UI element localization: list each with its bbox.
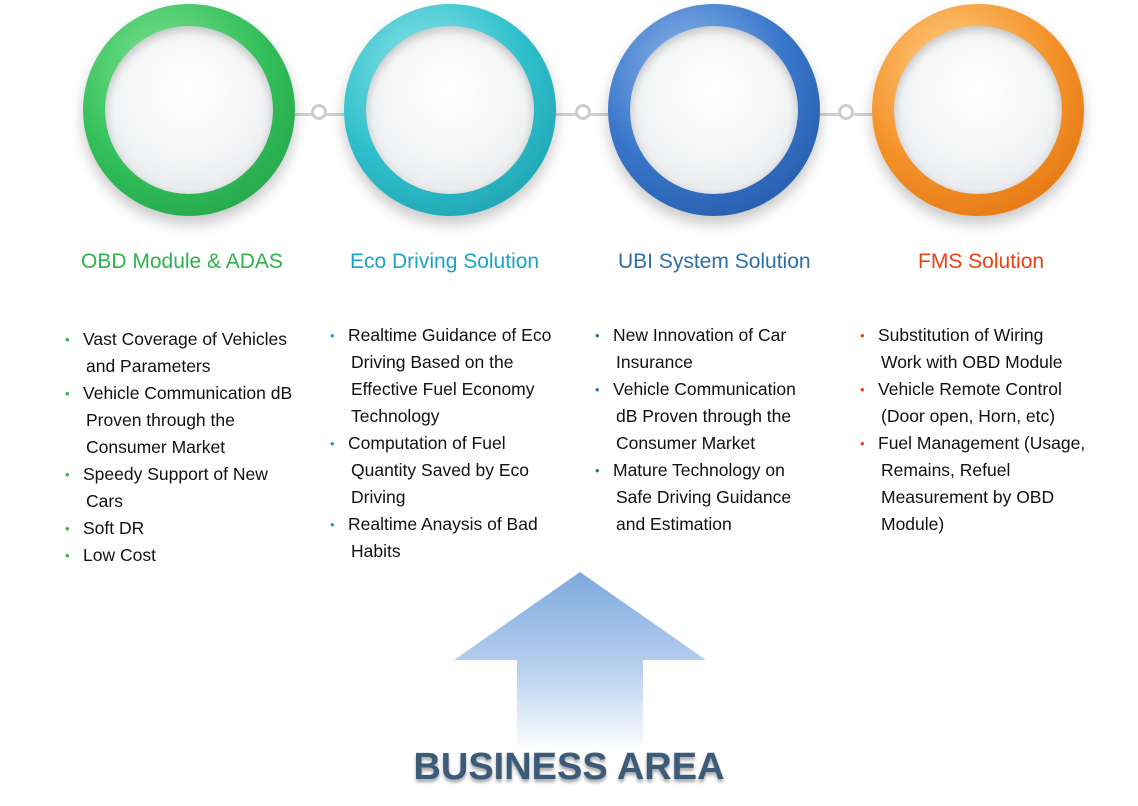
circle-obd-module (83, 4, 295, 216)
list-item-text: Fuel Management (Usage, (878, 433, 1086, 453)
bullet-icon: • (65, 467, 70, 482)
list-item: • Low Cost (65, 542, 325, 569)
connector-node-1 (311, 104, 327, 120)
circle-fms (872, 4, 1084, 216)
bullet-icon: • (65, 332, 70, 347)
list-item: • Vehicle Communication dB Proven through … (595, 376, 855, 457)
list-item-text: Vehicle Communication (613, 379, 796, 399)
list-item: • Vehicle Remote Control (Door open, Horn,… (860, 376, 1130, 430)
circle-inner (894, 26, 1062, 194)
list-item-text: Vehicle Communication dB (83, 383, 293, 403)
list-item-text: Realtime Guidance of Eco (348, 325, 552, 345)
column-title-ubi: UBI System Solution (618, 250, 811, 273)
list-item-text: Mature Technology on (613, 460, 785, 480)
list-item: • Soft DR (65, 515, 325, 542)
list-item-text: Vast Coverage of Vehicles (83, 329, 287, 349)
list-item-text: and Parameters (86, 356, 211, 376)
business-area-label: BUSINESS AREA (413, 746, 725, 788)
list-item-text: dB Proven through the (616, 406, 792, 426)
bullet-icon: • (330, 328, 335, 343)
column-title-fms: FMS Solution (918, 250, 1045, 273)
circle-inner (105, 26, 273, 194)
list-item-text: Substitution of Wiring (878, 325, 1044, 345)
connector-node-2 (575, 104, 591, 120)
list-item: • Vehicle Communication dB Proven through … (65, 380, 325, 461)
list-item-text: Realtime Anaysis of Bad (348, 514, 538, 534)
list-item-text: Technology (351, 406, 440, 426)
item-list-obd: • Vast Coverage of Vehicles and Parameters… (65, 326, 325, 569)
list-item-text: Driving Based on the (351, 352, 514, 372)
list-item-text: Consumer Market (616, 433, 756, 453)
bullet-icon: • (65, 521, 70, 536)
list-item-text: Driving (351, 487, 406, 507)
bullet-icon: • (860, 436, 865, 451)
list-item-text: Measurement by OBD (881, 487, 1055, 507)
bullet-icon: • (330, 436, 335, 451)
list-item-text: Work with OBD Module (881, 352, 1063, 372)
bullet-icon: • (860, 382, 865, 397)
circle-eco-driving (344, 4, 556, 216)
up-arrow-icon (454, 572, 706, 752)
circle-ubi-system (608, 4, 820, 216)
list-item-text: Speedy Support of New (83, 464, 268, 484)
list-item-text: Low Cost (83, 545, 156, 565)
connector-node-3 (838, 104, 854, 120)
bullet-icon: • (595, 328, 600, 343)
list-item: • Vast Coverage of Vehicles and Parameters (65, 326, 325, 380)
list-item-text: Module) (881, 514, 945, 534)
column-title-obd: OBD Module & ADAS (81, 250, 283, 273)
bullet-icon: • (65, 548, 70, 563)
list-item-text: Quantity Saved by Eco (351, 460, 530, 480)
list-item-text: Cars (86, 491, 123, 511)
circle-inner (630, 26, 798, 194)
list-item-text: Remains, Refuel (881, 460, 1011, 480)
bullet-icon: • (595, 382, 600, 397)
list-item-text: Effective Fuel Economy (351, 379, 535, 399)
column-title-eco: Eco Driving Solution (350, 250, 540, 273)
list-item-text: Safe Driving Guidance (616, 487, 792, 507)
bullet-icon: • (330, 517, 335, 532)
list-item-text: Consumer Market (86, 437, 226, 457)
circle-inner (366, 26, 534, 194)
list-item-text: (Door open, Horn, etc) (881, 406, 1056, 426)
bullet-icon: • (595, 463, 600, 478)
list-item-text: Habits (351, 541, 401, 561)
list-item-text: Computation of Fuel (348, 433, 506, 453)
list-item-text: Soft DR (83, 518, 145, 538)
list-item-text: Proven through the (86, 410, 235, 430)
list-item: • Mature Technology on Safe Driving Guidan… (595, 457, 855, 538)
bullet-icon: • (65, 386, 70, 401)
bullet-icon: • (860, 328, 865, 343)
list-item-text: Vehicle Remote Control (878, 379, 1062, 399)
list-item-text: New Innovation of Car (613, 325, 787, 345)
list-item-text: Insurance (616, 352, 693, 372)
list-item-text: and Estimation (616, 514, 732, 534)
